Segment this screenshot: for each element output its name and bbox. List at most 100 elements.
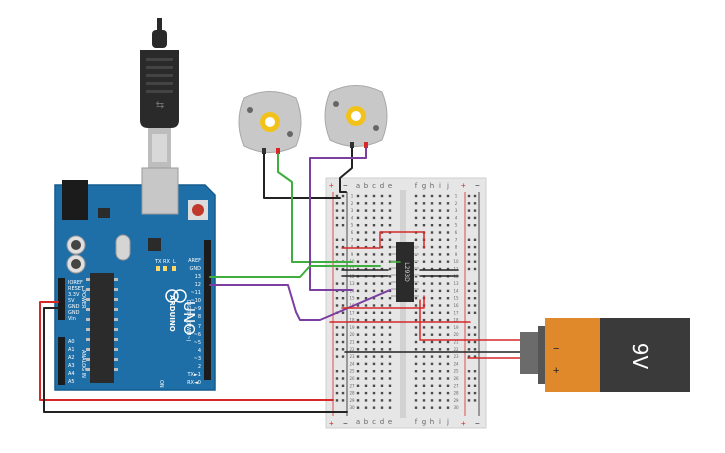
rail-hole[interactable] [467, 260, 471, 263]
breadboard-hole[interactable] [414, 355, 418, 358]
breadboard-hole[interactable] [364, 202, 368, 205]
breadboard-hole[interactable] [356, 377, 360, 380]
rail-hole[interactable] [341, 238, 345, 241]
breadboard-hole[interactable] [364, 245, 368, 249]
arduino-uno-board[interactable]: TX RX L ON ARDUINO UNO AREF GND 13 12 ~1… [54, 167, 216, 391]
rail-hole[interactable] [473, 216, 477, 220]
rail-hole[interactable] [335, 245, 339, 249]
rail-hole[interactable] [335, 304, 339, 307]
breadboard-hole[interactable] [356, 194, 360, 198]
breadboard-hole[interactable] [446, 311, 450, 314]
breadboard-hole[interactable] [388, 209, 392, 212]
rail-hole[interactable] [341, 355, 345, 358]
breadboard-hole[interactable] [380, 406, 384, 409]
breadboard-hole[interactable] [372, 260, 376, 263]
rail-hole[interactable] [341, 297, 345, 300]
rail-hole[interactable] [467, 245, 471, 249]
breadboard-hole[interactable] [446, 297, 450, 300]
breadboard-hole[interactable] [356, 391, 360, 395]
rail-hole[interactable] [473, 370, 477, 373]
rail-hole[interactable] [335, 297, 339, 300]
breadboard-hole[interactable] [356, 209, 360, 212]
breadboard-hole[interactable] [364, 231, 368, 234]
breadboard-hole[interactable] [356, 260, 360, 263]
breadboard-hole[interactable] [380, 318, 384, 322]
breadboard-hole[interactable] [422, 224, 426, 227]
breadboard-hole[interactable] [356, 267, 360, 271]
breadboard-hole[interactable] [364, 340, 368, 344]
rail-hole[interactable] [467, 355, 471, 358]
rail-hole[interactable] [341, 384, 345, 387]
breadboard-hole[interactable] [430, 326, 434, 329]
breadboard-hole[interactable] [380, 289, 384, 293]
breadboard-hole[interactable] [414, 318, 418, 322]
rail-hole[interactable] [467, 202, 471, 205]
rail-hole[interactable] [335, 194, 339, 198]
breadboard-hole[interactable] [430, 304, 434, 307]
breadboard-hole[interactable] [414, 289, 418, 293]
rail-hole[interactable] [473, 267, 477, 271]
breadboard-hole[interactable] [388, 267, 392, 271]
breadboard-hole[interactable] [364, 253, 368, 256]
breadboard-hole[interactable] [438, 216, 442, 220]
breadboard-hole[interactable] [430, 355, 434, 358]
breadboard-hole[interactable] [430, 391, 434, 395]
breadboard-hole[interactable] [372, 340, 376, 344]
breadboard-hole[interactable] [356, 238, 360, 241]
breadboard-hole[interactable] [388, 224, 392, 227]
rail-hole[interactable] [473, 348, 477, 351]
rail-hole[interactable] [467, 304, 471, 307]
breadboard-hole[interactable] [388, 202, 392, 205]
breadboard-hole[interactable] [364, 282, 368, 285]
breadboard-hole[interactable] [438, 297, 442, 300]
breadboard-hole[interactable] [446, 231, 450, 234]
rail-hole[interactable] [341, 216, 345, 220]
rail-hole[interactable] [473, 245, 477, 249]
breadboard-hole[interactable] [422, 348, 426, 351]
breadboard-hole[interactable] [446, 289, 450, 293]
breadboard-hole[interactable] [356, 224, 360, 227]
breadboard-hole[interactable] [446, 377, 450, 380]
breadboard-hole[interactable] [438, 304, 442, 307]
breadboard-hole[interactable] [388, 318, 392, 322]
breadboard-hole[interactable] [356, 304, 360, 307]
breadboard-hole[interactable] [438, 194, 442, 198]
breadboard-hole[interactable] [438, 224, 442, 227]
breadboard-hole[interactable] [438, 231, 442, 234]
breadboard-hole[interactable] [388, 377, 392, 380]
breadboard-hole[interactable] [388, 282, 392, 285]
breadboard-hole[interactable] [430, 377, 434, 380]
breadboard-hole[interactable] [372, 326, 376, 329]
breadboard-hole[interactable] [356, 253, 360, 256]
rail-hole[interactable] [473, 333, 477, 336]
rail-hole[interactable] [341, 370, 345, 373]
breadboard-hole[interactable] [446, 216, 450, 220]
breadboard-hole[interactable] [372, 362, 376, 366]
breadboard-hole[interactable] [430, 224, 434, 227]
rail-hole[interactable] [341, 311, 345, 314]
breadboard-hole[interactable] [446, 399, 450, 402]
breadboard-hole[interactable] [380, 340, 384, 344]
breadboard-hole[interactable] [422, 326, 426, 329]
breadboard-hole[interactable] [380, 282, 384, 285]
rail-hole[interactable] [341, 194, 345, 198]
breadboard-hole[interactable] [372, 209, 376, 212]
breadboard-hole[interactable] [430, 370, 434, 373]
breadboard-hole[interactable] [372, 297, 376, 300]
breadboard-hole[interactable] [422, 391, 426, 395]
breadboard-hole[interactable] [364, 399, 368, 402]
breadboard-hole[interactable] [364, 216, 368, 220]
breadboard-hole[interactable] [422, 282, 426, 285]
breadboard-hole[interactable] [388, 399, 392, 402]
breadboard-hole[interactable] [364, 194, 368, 198]
breadboard-hole[interactable] [372, 202, 376, 205]
rail-hole[interactable] [467, 253, 471, 256]
rail-hole[interactable] [467, 326, 471, 329]
breadboard-hole[interactable] [364, 289, 368, 293]
breadboard-hole[interactable] [414, 391, 418, 395]
breadboard-hole[interactable] [388, 297, 392, 300]
breadboard-hole[interactable] [430, 297, 434, 300]
breadboard-hole[interactable] [446, 245, 450, 249]
breadboard-hole[interactable] [446, 326, 450, 329]
rail-hole[interactable] [341, 326, 345, 329]
